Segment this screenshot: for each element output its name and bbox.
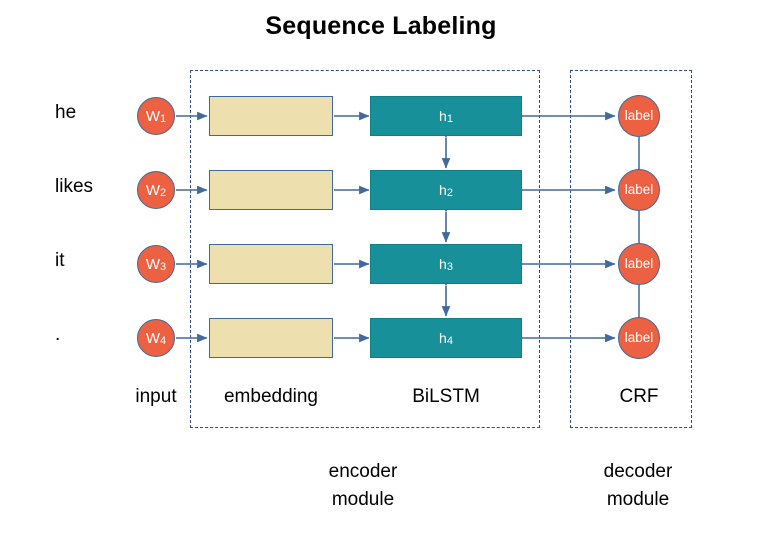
column-caption-input: input [135, 386, 177, 407]
token-node-3-index: 3 [160, 260, 167, 273]
token-node-4-index: 4 [160, 334, 167, 347]
column-caption-bilstm: BiLSTM [412, 386, 480, 407]
token-node-2-text: W [145, 181, 161, 199]
label-node-4: label [618, 317, 660, 359]
input-word-3: it [55, 250, 65, 271]
embedding-box-2 [209, 170, 333, 210]
lstm-box-3-index: 3 [446, 260, 453, 273]
lstm-box-4-index: 4 [446, 334, 453, 347]
decoder-module-frame [570, 70, 692, 428]
page-title: Sequence Labeling [265, 12, 497, 40]
embedding-box-1 [209, 96, 333, 136]
token-node-2-index: 2 [160, 186, 167, 199]
lstm-box-1-text: h [439, 108, 447, 124]
lstm-box-2-text: h [439, 182, 447, 198]
lstm-box-1-index: 1 [446, 112, 453, 125]
token-node-1-index: 1 [160, 112, 167, 125]
token-node-3-text: W [145, 255, 161, 273]
label-node-2: label [618, 169, 660, 211]
token-node-1-text: W [145, 107, 161, 125]
encoder-module-caption-line1: encoder [328, 461, 398, 482]
encoder-module-frame [190, 70, 540, 428]
label-node-1: label [618, 95, 660, 137]
input-word-1: he [55, 102, 77, 123]
input-word-4: . [55, 324, 61, 345]
token-node-4-text: W [145, 329, 161, 347]
lstm-box-4-text: h [439, 330, 447, 346]
lstm-box-3-text: h [439, 256, 447, 272]
decoder-module-caption-line1: decoder [603, 461, 673, 482]
column-caption-crf: CRF [619, 386, 659, 407]
lstm-box-2-index: 2 [446, 186, 453, 199]
embedding-box-4 [209, 318, 333, 358]
decoder-module-caption: decoder module [568, 458, 708, 513]
column-caption-embedding: embedding [223, 386, 319, 407]
label-node-3: label [618, 243, 660, 285]
encoder-module-caption-line2: module [331, 488, 395, 510]
input-word-2: likes [55, 176, 94, 197]
decoder-module-caption-line2: module [606, 488, 670, 510]
encoder-module-caption: encoder module [293, 458, 433, 513]
embedding-box-3 [209, 244, 333, 284]
